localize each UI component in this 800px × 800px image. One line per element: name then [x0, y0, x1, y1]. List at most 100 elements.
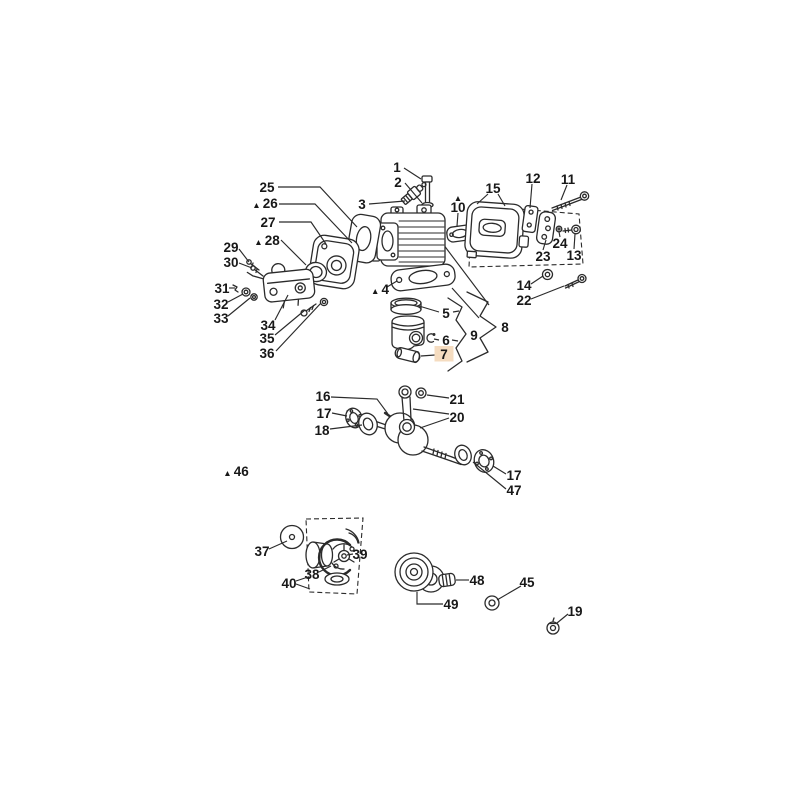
callout-17[interactable]: 17 [492, 465, 522, 483]
plate-23-drawing [535, 211, 557, 245]
callout-15[interactable]: 15 [476, 181, 506, 207]
callout-20[interactable]: 20 [412, 408, 465, 429]
leader-line [418, 305, 440, 313]
callout-28[interactable]: ▲28 [254, 233, 307, 266]
leader-line [278, 186, 358, 228]
callout-32[interactable]: 32 [213, 293, 244, 312]
callout-19[interactable]: 19 [556, 604, 583, 624]
leader-line [529, 183, 533, 209]
callout-22[interactable]: 22 [516, 285, 565, 308]
leader-line [346, 553, 354, 556]
callout-label: 17 [316, 406, 331, 421]
leader-line [472, 461, 507, 490]
callout-6[interactable]: 6 [433, 333, 459, 348]
callout-label: ▲26 [252, 196, 278, 211]
leader-line [268, 540, 288, 550]
callout-36[interactable]: 36 [259, 302, 322, 361]
callout-48[interactable]: 48 [456, 573, 485, 588]
callout-label: 11 [561, 172, 576, 187]
screw-30-drawing [250, 265, 264, 277]
callout-12[interactable]: 12 [525, 171, 541, 209]
callout-label: 37 [254, 544, 269, 559]
washer-37-drawing [279, 524, 305, 550]
callout-14[interactable]: 14 [516, 275, 544, 293]
needle-bearing-48-drawing [438, 572, 456, 588]
callout-label: ▲28 [254, 233, 280, 248]
callout-13[interactable]: 13 [566, 233, 582, 263]
callout-37[interactable]: 37 [254, 540, 288, 559]
clutch-drum-49-drawing [394, 552, 445, 593]
callout-38[interactable]: 38 [304, 565, 332, 582]
bolt-22-drawing [564, 273, 587, 289]
callout-4[interactable]: ▲4 [371, 280, 398, 297]
callout-39[interactable]: 39 [346, 547, 368, 562]
leader-line [238, 248, 250, 263]
callout-26[interactable]: ▲26 [252, 196, 353, 244]
callout-7[interactable]: 7 [420, 346, 454, 362]
spark-plug-3-drawing [400, 181, 427, 205]
nut-14-drawing [541, 268, 554, 281]
callout-18[interactable]: 18 [314, 423, 363, 438]
callout-30[interactable]: 30 [223, 255, 253, 270]
callout-29[interactable]: 29 [223, 240, 250, 263]
callout-21[interactable]: 21 [426, 392, 465, 407]
nut-21-drawing [415, 387, 427, 399]
callout-label: 18 [314, 423, 330, 438]
bearing-17-left-drawing [345, 407, 363, 429]
callout-label: 36 [259, 346, 275, 361]
callout-9[interactable]: 9 [470, 328, 478, 343]
leader-line [275, 302, 322, 352]
callout-47[interactable]: 47 [472, 461, 522, 498]
callout-label: 40 [281, 576, 296, 591]
screw-13-drawing [562, 224, 581, 235]
callout-label: 48 [469, 573, 485, 588]
callout-3[interactable]: 3 [358, 197, 406, 212]
washer-45-drawing [484, 595, 500, 611]
circlip-6-drawing [426, 333, 436, 343]
callout-label: 31 [214, 281, 230, 296]
leader-line [426, 394, 450, 399]
callout-label: 33 [213, 311, 229, 326]
callout-27[interactable]: 27 [260, 215, 327, 245]
grouping-lines [436, 235, 490, 319]
callout-31[interactable]: 31 [214, 281, 235, 296]
callout-label: 23 [535, 249, 551, 264]
callout-label: 35 [259, 331, 275, 346]
leader-line [556, 613, 569, 624]
grommet-33-drawing [250, 293, 258, 301]
leader-line [403, 167, 422, 180]
callout-label: 49 [443, 597, 458, 612]
leader-line [279, 203, 353, 244]
callout-label: 17 [506, 468, 521, 483]
group-line [451, 287, 480, 319]
callout-25[interactable]: 25 [259, 180, 358, 228]
callout-1[interactable]: 1 [393, 160, 422, 180]
callout-10[interactable]: ▲10 [450, 193, 466, 227]
callout-46[interactable]: ▲46 [223, 464, 249, 479]
callout-23[interactable]: 23 [535, 239, 551, 264]
callout-49[interactable]: 49 [416, 592, 459, 612]
clutch-shoes-39-drawing [331, 543, 355, 570]
callout-label: 38 [304, 567, 320, 582]
callout-34[interactable]: 34 [260, 294, 289, 333]
callout-8[interactable]: 8 [501, 320, 509, 335]
muffler-15-drawing [464, 201, 530, 259]
callout-5[interactable]: 5 [418, 305, 460, 321]
callout-24[interactable]: 24 [552, 231, 568, 251]
callout-45[interactable]: 45 [496, 575, 535, 601]
piston-rings-5-drawing [390, 297, 422, 315]
callout-35[interactable]: 35 [259, 309, 306, 346]
callout-40[interactable]: 40 [281, 576, 311, 591]
piston-drawing [391, 315, 425, 351]
callout-16[interactable]: 16 [315, 389, 389, 415]
callout-33[interactable]: 33 [213, 297, 251, 326]
leader-line [573, 233, 576, 250]
callout-label: 5 [442, 306, 450, 321]
kit-brace-9 [447, 297, 467, 372]
callout-2[interactable]: 2 [394, 175, 423, 204]
callout-17[interactable]: 17 [316, 406, 348, 421]
callout-label: 19 [567, 604, 582, 619]
leader-line [496, 585, 522, 601]
leader-line [274, 309, 306, 336]
callout-11[interactable]: 11 [560, 172, 576, 201]
